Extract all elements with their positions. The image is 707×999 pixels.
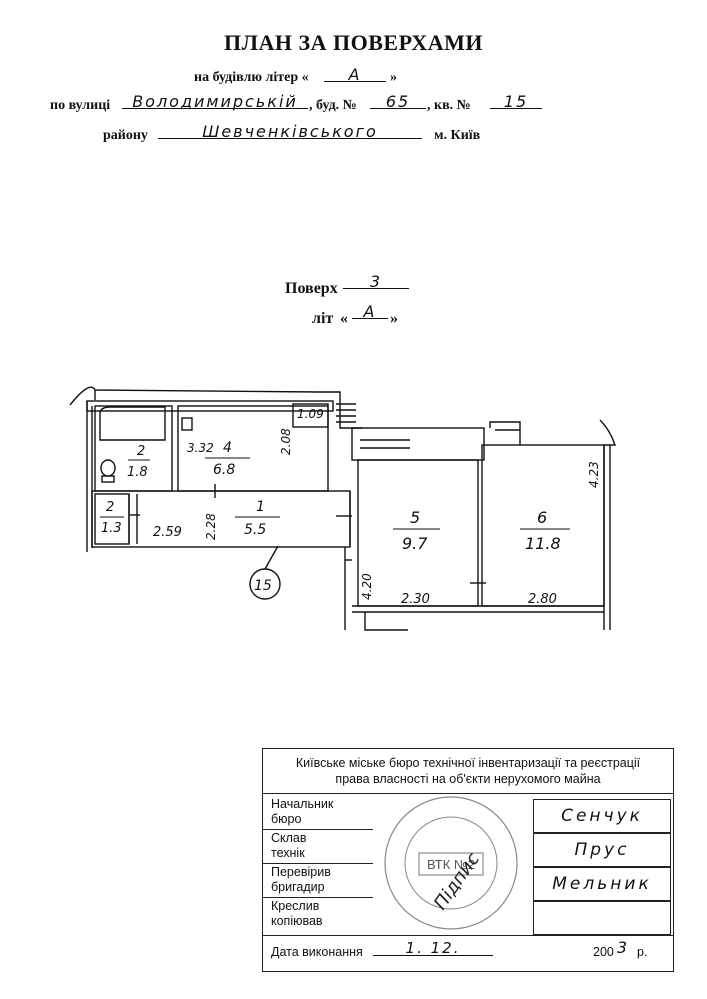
dim-1-09: 1.09 (297, 407, 324, 421)
floor-plan: 2 1.8 4 6.8 2 1.3 1 5.5 5 9.7 6 11.8 1.0… (69, 386, 616, 631)
seal-stamp: ВТК №2 Підпис (384, 796, 518, 930)
street-label: по вулиці (50, 98, 111, 113)
org-name-line-2: права власності на об'єкти нерухомого ма… (335, 772, 601, 786)
room-2b-number: 2 (106, 500, 114, 515)
signature-drawn (533, 901, 671, 935)
district-value: Шевченківського (158, 122, 422, 141)
street-value: Володимирській (122, 92, 308, 111)
room-2-number: 2 (137, 444, 145, 459)
year-digit: 3 (616, 938, 630, 957)
date-label: Дата виконання (271, 945, 363, 959)
divider (263, 793, 673, 794)
room-1-number: 1 (256, 499, 265, 515)
approval-block: Київське міське бюро технічної інвентари… (262, 748, 674, 972)
house-label: , буд. № (309, 98, 357, 113)
building-suffix: » (390, 70, 397, 85)
org-name-line-1: Київське міське бюро технічної інвентари… (295, 756, 641, 770)
dim-2-80: 2.80 (528, 592, 557, 607)
city-label: м. Київ (434, 128, 481, 143)
building-letter: А (324, 65, 386, 84)
apartment-value: 15 (490, 92, 542, 111)
room-1-area: 5.5 (244, 522, 266, 538)
dim-2-59: 2.59 (153, 525, 182, 540)
dim-3-32: 3.32 (187, 441, 214, 455)
dim-2-30: 2.30 (401, 592, 430, 607)
district-label: району (103, 128, 148, 143)
building-label: на будівлю літер « (194, 70, 309, 85)
room-5-number: 5 (410, 508, 420, 527)
date-value: 1. 12. (373, 939, 493, 957)
room-4-number: 4 (223, 440, 232, 456)
dim-4-20: 4.20 (360, 573, 374, 600)
lit-value: А (352, 302, 388, 321)
apartment-marker: 15 (254, 578, 272, 594)
house-value: 65 (370, 92, 426, 111)
floor-value: 3 (343, 272, 409, 291)
dim-4-23: 4.23 (587, 461, 601, 488)
lit-label: літ (312, 310, 334, 327)
year-prefix: 200 (593, 945, 614, 959)
room-2b-area: 1.3 (101, 521, 122, 536)
room-6-area: 11.8 (525, 534, 561, 553)
dim-2-08: 2.08 (279, 428, 293, 455)
room-4-area: 6.8 (213, 462, 235, 478)
divider (263, 935, 673, 936)
room-6-number: 6 (537, 508, 547, 527)
room-2-area: 1.8 (127, 465, 148, 480)
room-5-area: 9.7 (402, 534, 428, 553)
signature-head: Сенчук (533, 799, 671, 833)
signature-checked: Мельник (533, 867, 671, 901)
floor-label: Поверх (285, 280, 338, 297)
signature-compiled: Прус (533, 833, 671, 867)
lit-open: « (340, 310, 348, 327)
seal-text: ВТК №2 (427, 857, 475, 872)
page-title: ПЛАН ЗА ПОВЕРХАМИ (224, 30, 483, 55)
lit-close: » (390, 310, 398, 327)
year-suffix: р. (637, 945, 648, 959)
dim-2-28: 2.28 (204, 513, 218, 540)
apartment-label: , кв. № (427, 98, 471, 113)
